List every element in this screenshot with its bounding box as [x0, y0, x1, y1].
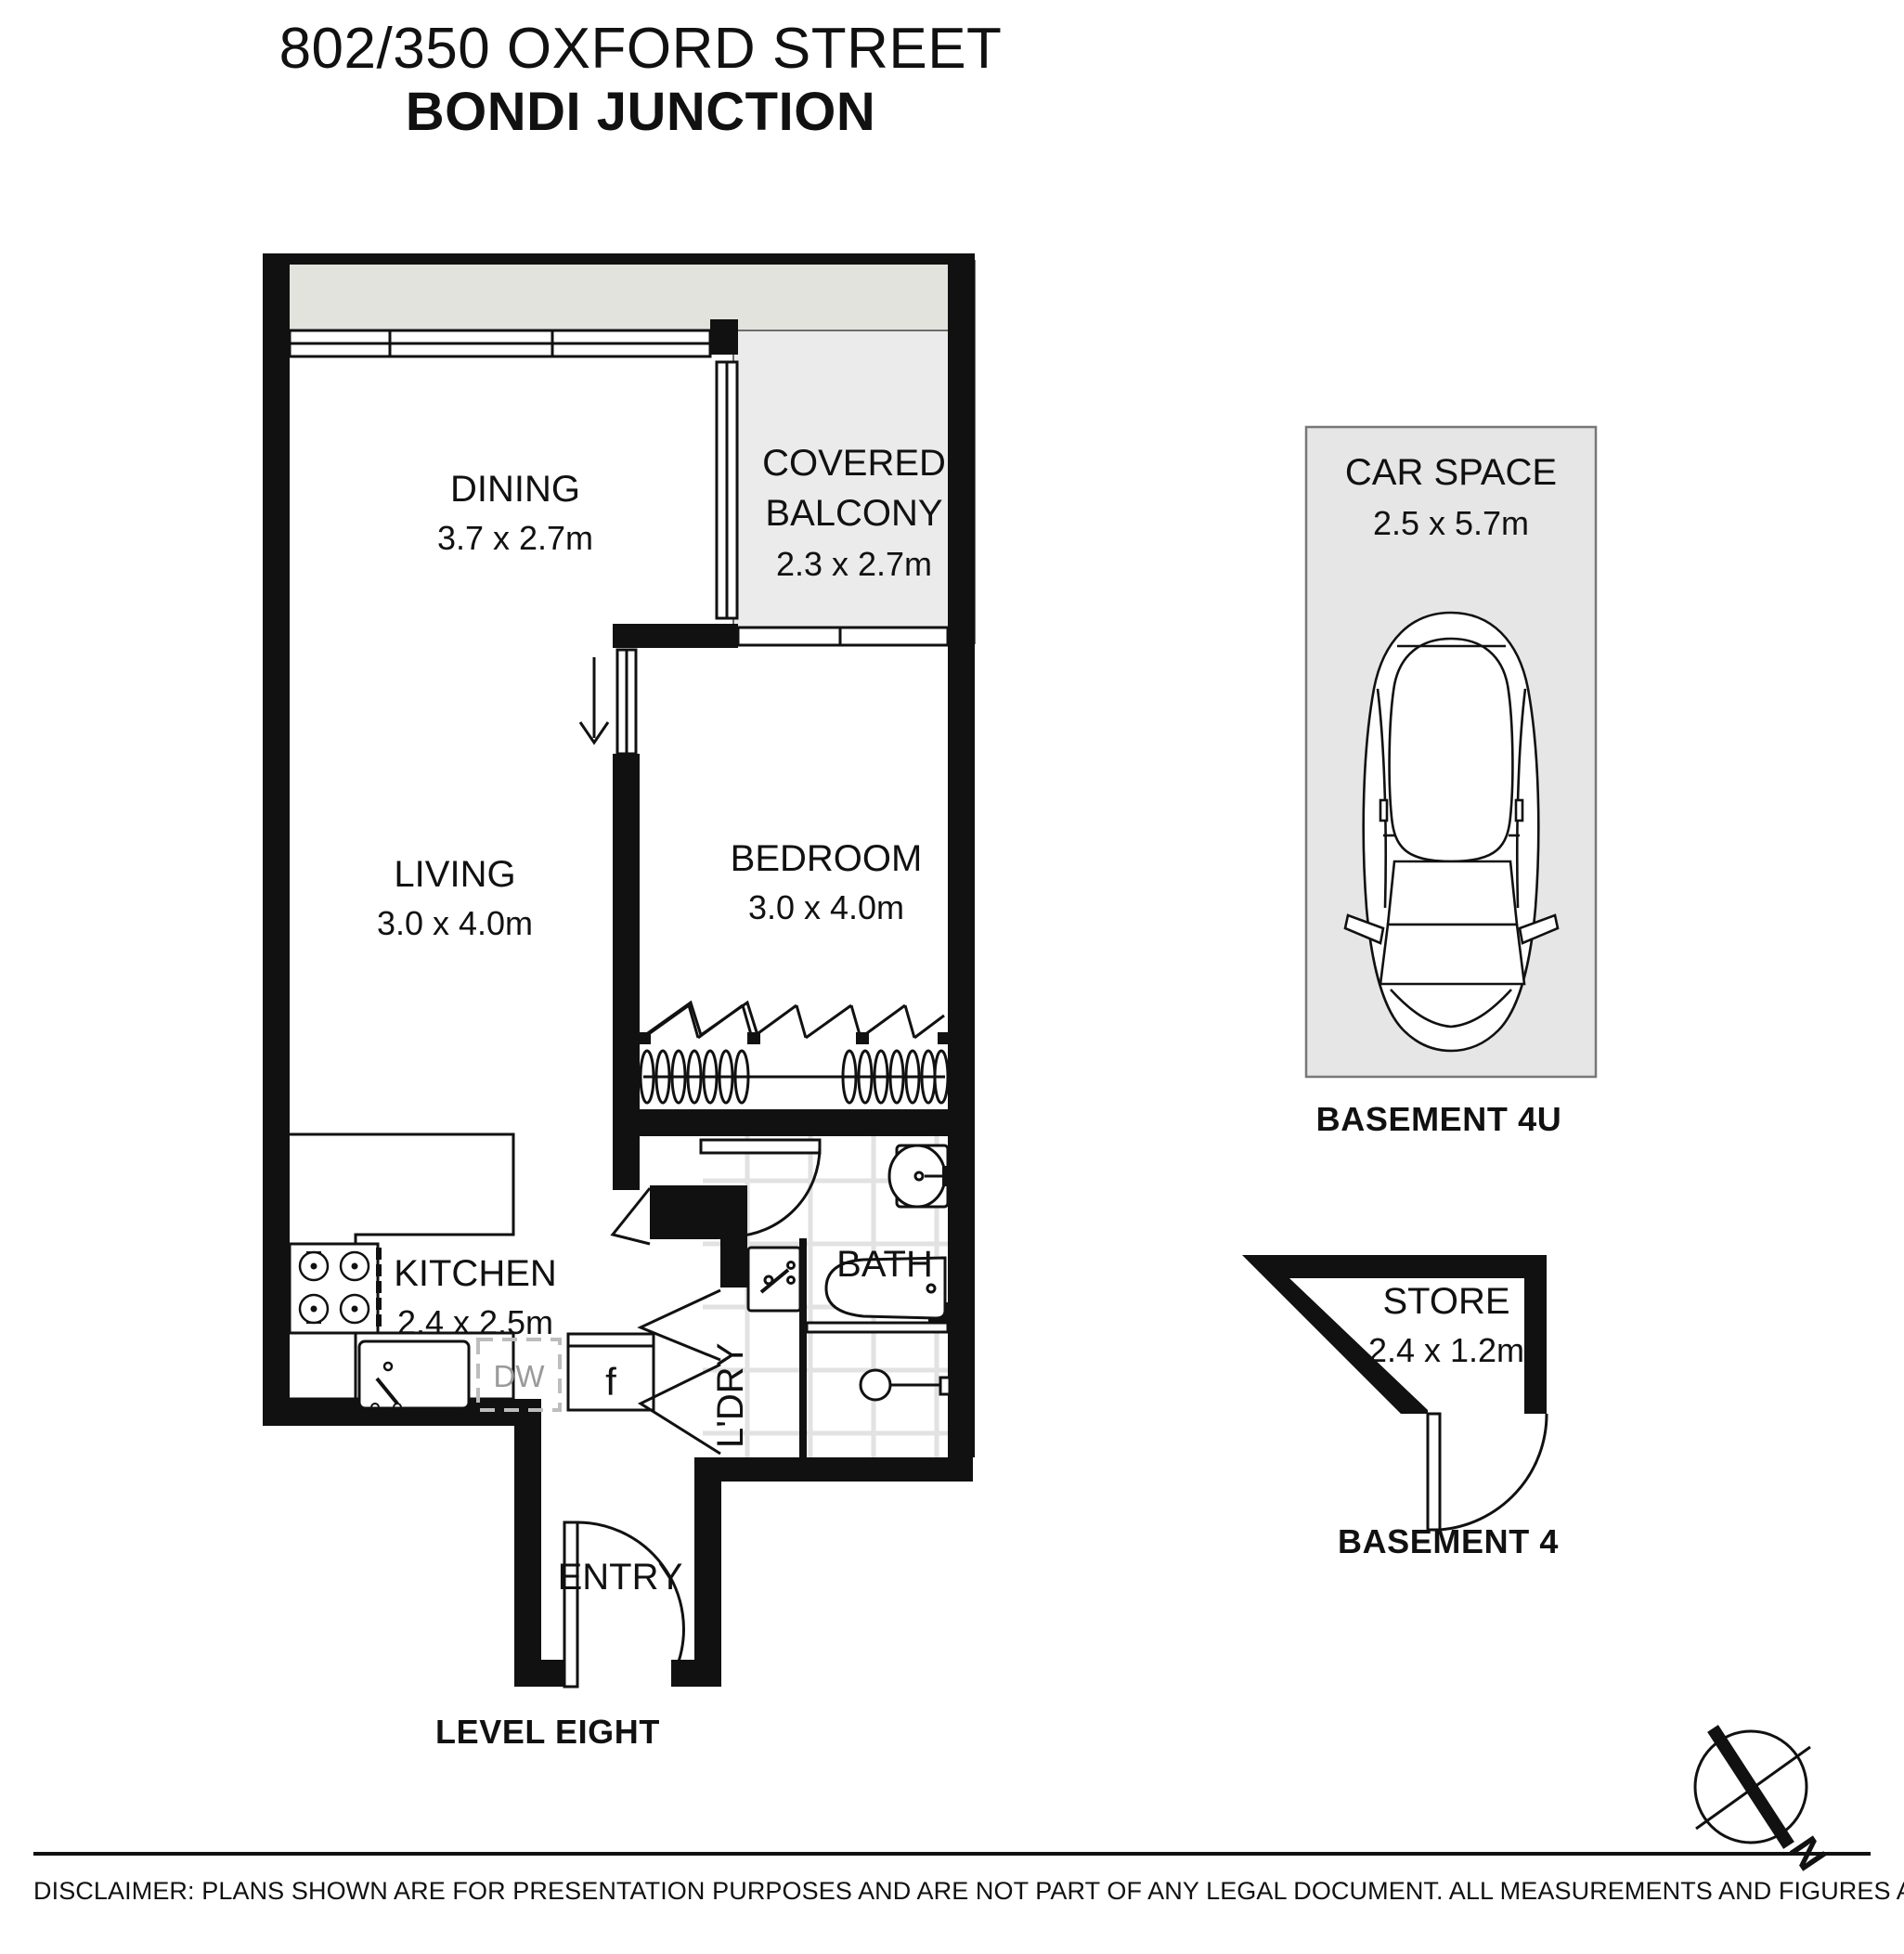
- room-label-kitchen: KITCHEN: [394, 1253, 557, 1294]
- entry-door: [563, 1520, 685, 1689]
- dishwasher-label: DW: [494, 1359, 546, 1393]
- room-dim-kitchen: 2.4 x 2.5m: [397, 1303, 553, 1341]
- store-dim: 2.4 x 1.2m: [1368, 1331, 1524, 1369]
- laundry-tub-icon: [746, 1246, 802, 1313]
- kitchen-sink-icon: [357, 1339, 471, 1412]
- direction-arrow-icon: [578, 657, 610, 745]
- store-caption: BASEMENT 4: [1337, 1522, 1560, 1560]
- page-title-address: 802/350 OXFORD STREET: [278, 17, 1003, 81]
- balcony-balustrade: [736, 626, 950, 647]
- store-drawing: [1242, 1255, 1547, 1414]
- disclaimer-text: DISCLAIMER: PLANS SHOWN ARE FOR PRESENTA…: [33, 1877, 1904, 1905]
- title-block: 802/350 OXFORD STREET BONDI JUNCTION: [0, 17, 1281, 145]
- laundry-bifold-doors: [610, 1187, 721, 1456]
- room-dim-balcony: 2.3 x 2.7m: [776, 545, 932, 583]
- store-labels: STORE 2.4 x 1.2m: [1368, 1281, 1524, 1369]
- room-label-living: LIVING: [394, 854, 515, 895]
- fridge-label: f: [605, 1360, 616, 1404]
- carspace-label: CAR SPACE: [1345, 452, 1557, 493]
- room-dim-living: 3.0 x 4.0m: [377, 904, 533, 942]
- carspace-drawing: [1304, 425, 1598, 1079]
- room-label-bath: BATH: [836, 1244, 933, 1285]
- room-label-entry: ENTRY: [558, 1557, 683, 1598]
- room-label-balcony-2: BALCONY: [765, 493, 942, 534]
- wardrobe-icon: [638, 1000, 950, 1105]
- dishwasher-icon: [476, 1338, 562, 1412]
- room-label-laundry: L'DRY: [710, 1342, 751, 1448]
- toilet-icon: [824, 1256, 947, 1320]
- bedroom-sliding-door: [615, 648, 638, 756]
- store-label: STORE: [1382, 1281, 1509, 1322]
- dining-sliding-window: [288, 329, 712, 358]
- basin-icon: [887, 1144, 952, 1209]
- compass-icon: N: [1693, 1725, 1834, 1879]
- store-door: [1426, 1412, 1548, 1532]
- bathroom-door: [699, 1138, 822, 1238]
- disclaimer-divider: [33, 1852, 1871, 1856]
- carspace-dim: 2.5 x 5.7m: [1373, 504, 1529, 542]
- fridge-icon: [566, 1332, 655, 1412]
- room-label-dining: DINING: [450, 469, 580, 510]
- cupboard-label: C: [674, 1202, 701, 1243]
- level-caption: LEVEL EIGHT: [435, 1713, 660, 1751]
- room-label-balcony-1: COVERED: [762, 443, 946, 484]
- room-labels: DINING 3.7 x 2.7m COVERED BALCONY 2.3 x …: [377, 443, 946, 1598]
- room-dim-bedroom: 3.0 x 4.0m: [748, 888, 904, 926]
- room-dim-dining: 3.7 x 2.7m: [437, 519, 593, 557]
- page-title-suburb: BONDI JUNCTION: [405, 82, 876, 143]
- carspace-labels: CAR SPACE 2.5 x 5.7m: [1345, 452, 1557, 542]
- carspace-caption: BASEMENT 4U: [1315, 1100, 1562, 1138]
- apartment-walls: [263, 253, 975, 1687]
- shower-icon: [805, 1321, 952, 1402]
- room-label-bedroom: BEDROOM: [731, 838, 923, 879]
- cooktop-icon: [288, 1242, 382, 1335]
- balcony-sliding-door: [715, 360, 739, 620]
